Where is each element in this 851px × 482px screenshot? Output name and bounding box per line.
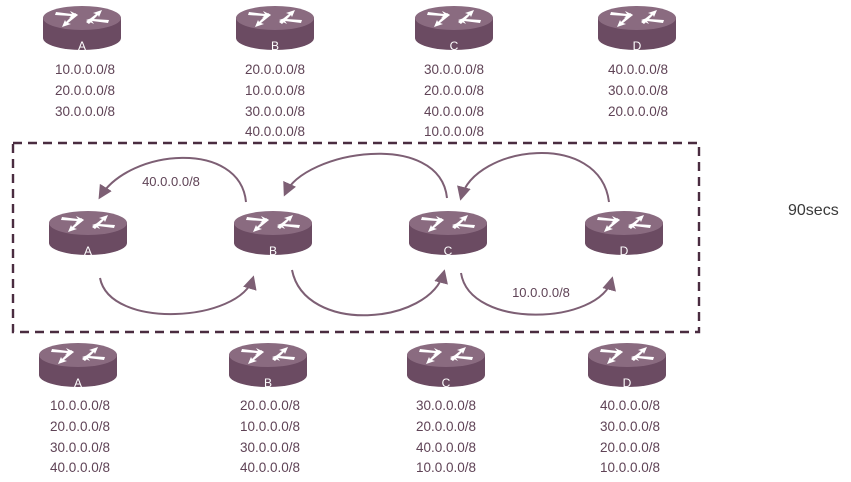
label-c-to-d: 10.0.0.0/8 — [512, 285, 570, 300]
router-label: B — [269, 244, 277, 258]
route-entry: 20.0.0.0/8 — [245, 62, 305, 77]
router-label: C — [444, 244, 453, 258]
route-entry: 20.0.0.0/8 — [50, 419, 110, 434]
route-table-bottom-c: 30.0.0.0/8 20.0.0.0/8 40.0.0.0/8 10.0.0.… — [416, 398, 476, 475]
route-table-bottom-d: 40.0.0.0/8 30.0.0.0/8 20.0.0.0/8 10.0.0.… — [600, 398, 660, 475]
route-entry: 20.0.0.0/8 — [416, 419, 476, 434]
router-top-c: C — [415, 6, 493, 53]
route-entry: 20.0.0.0/8 — [424, 83, 484, 98]
arc-d-to-c — [457, 152, 610, 203]
router-label: D — [633, 39, 642, 53]
router-bottom-c: C — [407, 343, 485, 390]
route-entry: 10.0.0.0/8 — [50, 398, 110, 413]
route-entry: 10.0.0.0/8 — [55, 62, 115, 77]
router-mid-c: C — [409, 211, 487, 258]
route-entry: 20.0.0.0/8 — [608, 104, 668, 119]
route-entry: 10.0.0.0/8 — [600, 460, 660, 475]
bottom-route-tables: 10.0.0.0/8 20.0.0.0/8 30.0.0.0/8 40.0.0.… — [50, 398, 660, 475]
route-entry: 40.0.0.0/8 — [240, 460, 300, 475]
router-top-b: B — [236, 6, 314, 53]
router-mid-d: D — [585, 211, 663, 258]
arc-b-to-c — [291, 269, 448, 317]
router-label: B — [264, 376, 272, 390]
route-entry: 30.0.0.0/8 — [608, 83, 668, 98]
router-bottom-a: A — [39, 343, 117, 390]
router-label: B — [271, 39, 279, 53]
arc-a-to-b — [99, 275, 257, 315]
router-label: D — [623, 376, 632, 390]
middle-row: A B C D — [49, 211, 663, 258]
router-label: D — [620, 244, 629, 258]
route-entry: 40.0.0.0/8 — [424, 104, 484, 119]
route-entry: 10.0.0.0/8 — [424, 124, 484, 139]
route-table-top-a: 10.0.0.0/8 20.0.0.0/8 30.0.0.0/8 — [55, 62, 115, 119]
router-mid-b: B — [234, 211, 312, 258]
route-advertisements — [98, 152, 616, 317]
arc-b-to-a — [98, 156, 247, 203]
timer-label: 90secs — [788, 202, 839, 219]
route-entry: 30.0.0.0/8 — [245, 104, 305, 119]
router-label: A — [74, 376, 82, 390]
route-entry: 40.0.0.0/8 — [245, 124, 305, 139]
route-entry: 40.0.0.0/8 — [608, 62, 668, 77]
route-table-bottom-b: 20.0.0.0/8 10.0.0.0/8 30.0.0.0/8 40.0.0.… — [240, 398, 300, 475]
router-label: A — [84, 244, 92, 258]
label-b-to-a: 40.0.0.0/8 — [142, 174, 200, 189]
route-table-top-c: 30.0.0.0/8 20.0.0.0/8 40.0.0.0/8 10.0.0.… — [424, 62, 484, 139]
arc-c-to-d — [460, 272, 616, 316]
route-entry: 30.0.0.0/8 — [600, 419, 660, 434]
route-entry: 30.0.0.0/8 — [50, 440, 110, 455]
route-entry: 10.0.0.0/8 — [416, 460, 476, 475]
router-top-d: D — [598, 6, 676, 53]
route-entry: 20.0.0.0/8 — [600, 440, 660, 455]
arc-c-to-b — [283, 152, 448, 199]
top-route-tables: 10.0.0.0/8 20.0.0.0/8 30.0.0.0/8 20.0.0.… — [55, 62, 668, 139]
route-entry: 20.0.0.0/8 — [240, 398, 300, 413]
route-table-top-d: 40.0.0.0/8 30.0.0.0/8 20.0.0.0/8 — [608, 62, 668, 119]
route-entry: 40.0.0.0/8 — [50, 460, 110, 475]
route-entry: 40.0.0.0/8 — [416, 440, 476, 455]
route-table-bottom-a: 10.0.0.0/8 20.0.0.0/8 30.0.0.0/8 40.0.0.… — [50, 398, 110, 475]
bottom-row: A B C D — [39, 343, 666, 390]
route-entry: 40.0.0.0/8 — [600, 398, 660, 413]
router-bottom-b: B — [229, 343, 307, 390]
router-top-a: A — [43, 6, 121, 53]
route-entry: 30.0.0.0/8 — [424, 62, 484, 77]
dashed-frame — [11, 141, 701, 334]
router-label: A — [78, 39, 86, 53]
router-label: C — [442, 376, 451, 390]
route-table-top-b: 20.0.0.0/8 10.0.0.0/8 30.0.0.0/8 40.0.0.… — [245, 62, 305, 139]
router-label: C — [450, 39, 459, 53]
top-row: A B C D — [43, 6, 676, 53]
route-entry: 30.0.0.0/8 — [416, 398, 476, 413]
router-bottom-d: D — [588, 343, 666, 390]
route-entry: 10.0.0.0/8 — [245, 83, 305, 98]
route-entry: 10.0.0.0/8 — [240, 419, 300, 434]
router-mid-a: A — [49, 211, 127, 258]
route-entry: 30.0.0.0/8 — [240, 440, 300, 455]
route-entry: 30.0.0.0/8 — [55, 104, 115, 119]
route-entry: 20.0.0.0/8 — [55, 83, 115, 98]
